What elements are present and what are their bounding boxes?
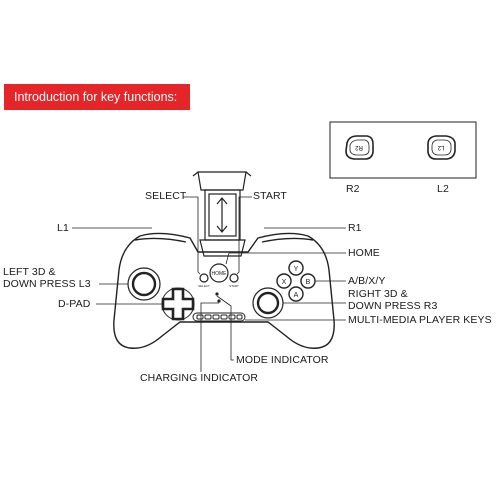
r2-label: R2: [346, 183, 360, 195]
mode-indicator-label: MODE INDICATOR: [236, 354, 329, 366]
home-label: HOME: [348, 247, 380, 259]
home-button-text: HOME: [212, 271, 228, 277]
button-y: [288, 260, 304, 276]
button-a-label: A: [294, 292, 299, 299]
left-3d-label: LEFT 3D & DOWN PRESS L3: [3, 266, 91, 290]
intro-banner-text: Introduction for key functions:: [14, 90, 178, 104]
button-a: [288, 286, 304, 302]
start-button: [229, 273, 239, 283]
select-label: SELECT: [145, 190, 187, 202]
select-small-text: SELECT: [198, 284, 210, 288]
l2-label: L2: [437, 183, 449, 195]
multimedia-keys: [192, 312, 246, 322]
button-x: [276, 273, 292, 289]
button-x-label: X: [282, 279, 287, 286]
l2-key-icon: L2: [427, 135, 456, 160]
inset-frame: [329, 121, 477, 179]
dpad-icon: [161, 287, 195, 321]
multimedia-label: MULTI-MEDIA PLAYER KEYS: [348, 314, 492, 326]
start-small-text: START: [229, 284, 239, 288]
button-y-label: Y: [294, 266, 299, 273]
r1-label: R1: [348, 222, 362, 234]
mode-led-icon: [215, 292, 219, 296]
select-button: [199, 273, 209, 283]
right-3d-label-line2: DOWN PRESS R3: [348, 300, 438, 312]
button-b-label: B: [306, 279, 311, 286]
home-button: [209, 263, 229, 283]
left-3d-label-line2: DOWN PRESS L3: [3, 278, 91, 290]
l2-key-text: L2: [437, 144, 444, 150]
left-3d-label-line1: LEFT 3D &: [3, 266, 56, 278]
abxy-label: A/B/X/Y: [348, 275, 386, 287]
intro-banner: Introduction for key functions:: [4, 84, 190, 110]
l1-label: L1: [57, 222, 69, 234]
left-analog-stick: [127, 267, 161, 301]
charging-led-icon: [217, 299, 221, 303]
indicator-leds: [215, 292, 221, 303]
r2-key-text: R2: [355, 144, 363, 150]
leader-lines: [72, 196, 346, 372]
start-label: START: [253, 190, 287, 202]
dpad-label: D-PAD: [58, 298, 91, 310]
trigger-inset: R2 L2: [329, 121, 477, 179]
right-3d-label-line1: RIGHT 3D &: [348, 288, 408, 300]
charging-indicator-label: CHARGING INDICATOR: [140, 372, 259, 384]
right-3d-label: RIGHT 3D & DOWN PRESS R3: [348, 288, 437, 312]
controller-body: [113, 232, 335, 349]
phone-clamp: [192, 171, 252, 257]
r2-key-icon: R2: [345, 135, 374, 160]
center-buttons: [199, 263, 239, 283]
right-analog-stick: [252, 287, 284, 319]
